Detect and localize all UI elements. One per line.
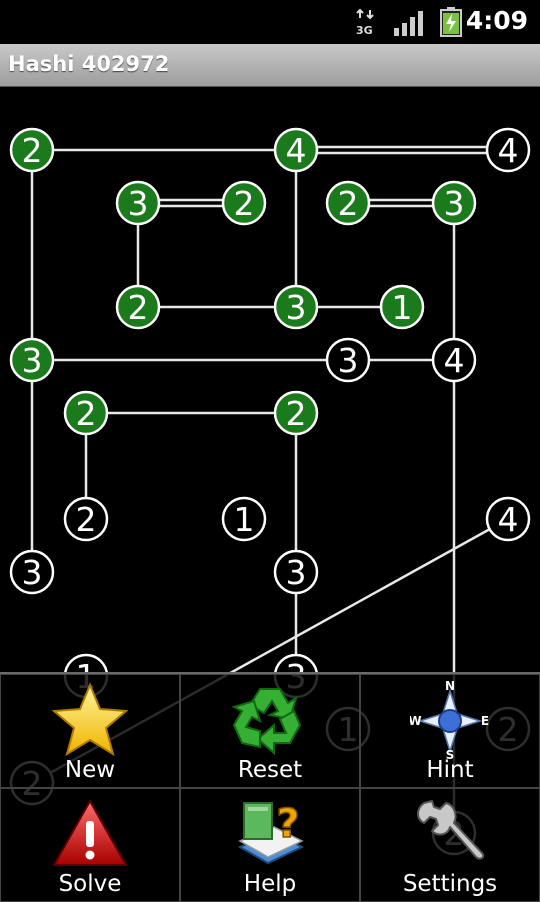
island-value: 3 bbox=[286, 553, 307, 592]
island[interactable]: 3 bbox=[273, 284, 319, 330]
island[interactable]: 4 bbox=[431, 337, 477, 383]
menu-item-hint[interactable]: N W E S Hint bbox=[360, 674, 540, 788]
compass-icon: N W E S bbox=[410, 681, 489, 759]
compass-north-label: N bbox=[445, 681, 455, 693]
island[interactable]: 2 bbox=[63, 496, 109, 542]
menu-label-new: New bbox=[64, 757, 116, 783]
app-title: Hashi 402972 bbox=[8, 52, 170, 76]
island[interactable]: 2 bbox=[9, 127, 55, 173]
island-circle bbox=[221, 496, 267, 542]
menu-label-solve: Solve bbox=[58, 871, 122, 897]
recycle-icon bbox=[231, 688, 302, 756]
menu-label-settings: Settings bbox=[402, 871, 498, 897]
island-value: 3 bbox=[128, 184, 149, 223]
island-value: 4 bbox=[444, 341, 465, 380]
island-circle bbox=[9, 127, 55, 173]
island[interactable]: 3 bbox=[115, 180, 161, 226]
island-value: 2 bbox=[234, 184, 255, 223]
island-circle bbox=[221, 180, 267, 226]
island-circle bbox=[115, 284, 161, 330]
island-value: 2 bbox=[76, 394, 97, 433]
island-value: 2 bbox=[286, 394, 307, 433]
island[interactable]: 3 bbox=[325, 337, 371, 383]
island-circle bbox=[9, 337, 55, 383]
island-value: 2 bbox=[76, 500, 97, 539]
island-circle bbox=[63, 496, 109, 542]
island-value: 2 bbox=[128, 288, 149, 327]
menu-label-help: Help bbox=[243, 871, 297, 897]
island-circle bbox=[485, 496, 531, 542]
island[interactable]: 2 bbox=[221, 180, 267, 226]
compass-south-label: S bbox=[446, 748, 455, 759]
island-value: 3 bbox=[286, 288, 307, 327]
island-circle bbox=[115, 180, 161, 226]
island[interactable]: 3 bbox=[431, 180, 477, 226]
wrench-icon bbox=[417, 800, 485, 860]
island-circle bbox=[379, 284, 425, 330]
island-circle bbox=[431, 180, 477, 226]
warning-icon bbox=[53, 800, 127, 866]
options-menu: New Reset N W E S Hint bbox=[0, 672, 540, 902]
island[interactable]: 4 bbox=[273, 127, 319, 173]
help-book-icon: ? bbox=[237, 800, 305, 865]
title-bar: Hashi 402972 bbox=[0, 44, 540, 87]
island-value: 4 bbox=[286, 131, 307, 170]
island[interactable]: 4 bbox=[485, 127, 531, 173]
island-value: 1 bbox=[234, 500, 255, 539]
island-circle bbox=[63, 390, 109, 436]
island-value: 4 bbox=[498, 500, 519, 539]
compass-west-label: W bbox=[410, 714, 422, 728]
island-circle bbox=[485, 127, 531, 173]
menu-label-hint: Hint bbox=[426, 757, 474, 783]
svg-text:?: ? bbox=[276, 801, 299, 847]
island-circle bbox=[431, 337, 477, 383]
menu-item-new[interactable]: New bbox=[0, 674, 180, 788]
network-3g-icon: 3G bbox=[356, 8, 374, 36]
island-value: 3 bbox=[22, 341, 43, 380]
island[interactable]: 3 bbox=[9, 337, 55, 383]
menu-item-settings[interactable]: Settings bbox=[360, 788, 540, 902]
island-value: 3 bbox=[444, 184, 465, 223]
island-circle bbox=[325, 180, 371, 226]
compass-east-label: E bbox=[481, 714, 489, 728]
island[interactable]: 3 bbox=[273, 549, 319, 595]
island[interactable]: 1 bbox=[379, 284, 425, 330]
signal-icon bbox=[394, 11, 423, 36]
island-circle bbox=[325, 337, 371, 383]
network-label: 3G bbox=[356, 24, 373, 36]
island-circle bbox=[9, 549, 55, 595]
menu-item-reset[interactable]: Reset bbox=[180, 674, 360, 788]
island[interactable]: 3 bbox=[9, 549, 55, 595]
island-value: 3 bbox=[22, 553, 43, 592]
menu-label-reset: Reset bbox=[237, 757, 303, 783]
island[interactable]: 2 bbox=[325, 180, 371, 226]
island-value: 3 bbox=[338, 341, 359, 380]
battery-charging-icon bbox=[440, 7, 462, 37]
island[interactable]: 1 bbox=[221, 496, 267, 542]
island[interactable]: 2 bbox=[63, 390, 109, 436]
menu-item-help[interactable]: ? Help bbox=[180, 788, 360, 902]
menu-item-solve[interactable]: Solve bbox=[0, 788, 180, 902]
island-circle bbox=[273, 284, 319, 330]
star-icon bbox=[51, 682, 129, 757]
island-value: 2 bbox=[338, 184, 359, 223]
island-circle bbox=[273, 549, 319, 595]
island-value: 4 bbox=[498, 131, 519, 170]
island-value: 2 bbox=[22, 131, 43, 170]
island-circle bbox=[273, 127, 319, 173]
clock: 4:09 bbox=[465, 6, 528, 35]
island[interactable]: 2 bbox=[115, 284, 161, 330]
status-bar: 3G 4:09 bbox=[0, 0, 540, 44]
island-circle bbox=[273, 390, 319, 436]
island-value: 1 bbox=[392, 288, 413, 327]
island[interactable]: 4 bbox=[485, 496, 531, 542]
island[interactable]: 2 bbox=[273, 390, 319, 436]
